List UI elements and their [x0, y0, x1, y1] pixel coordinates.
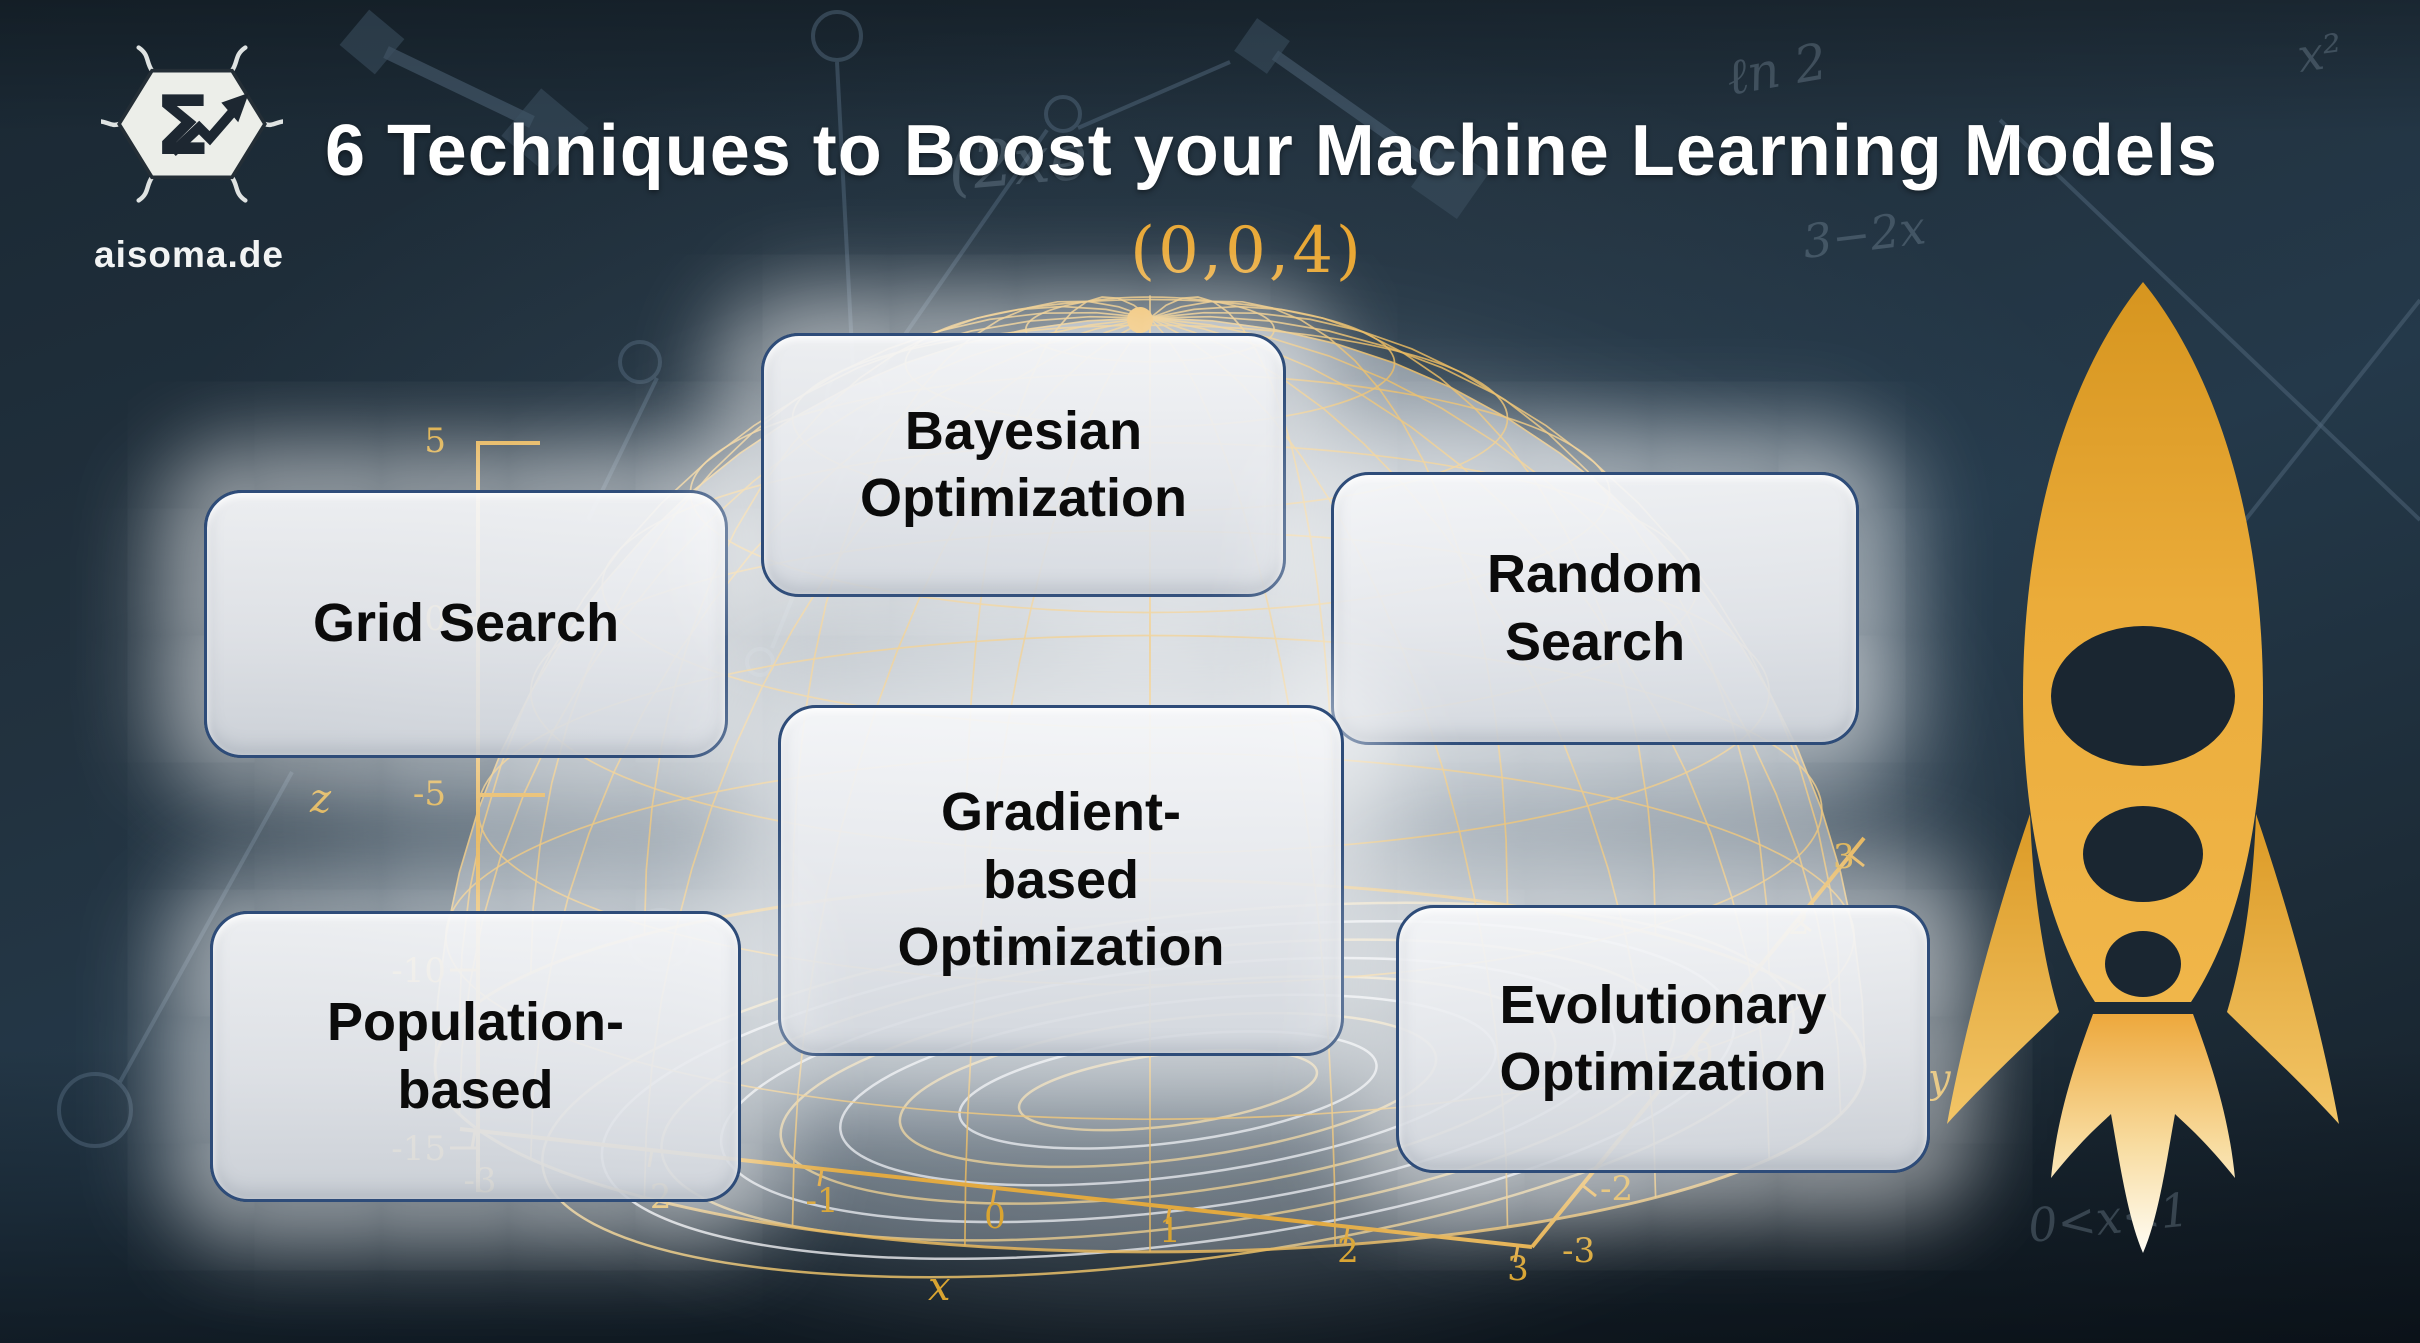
y-tick: -3 [1562, 1231, 1595, 1271]
logo-hexagon [117, 68, 267, 180]
technique-box-bayesian-optimization: Bayesian Optimization [761, 333, 1286, 597]
rocket-fin-right [2227, 814, 2339, 1124]
aisoma-logo-icon: Σ [101, 45, 283, 203]
formula-text: x² [2294, 23, 2345, 83]
x-tick: 1 [1159, 1211, 1181, 1251]
z-tick: -5 [413, 774, 446, 814]
technique-box-population-based: Population- based [210, 911, 741, 1202]
technique-box-gradient-based-optimization: Gradient- based Optimization [778, 705, 1344, 1056]
x-tick: 2 [1337, 1231, 1359, 1271]
logo-arrowhead [221, 92, 249, 123]
apex-annotation: (0,0,4) [1130, 214, 1364, 288]
z-tick: 5 [424, 421, 446, 461]
brand-domain: aisoma.de [94, 234, 284, 275]
x-tick: 0 [984, 1197, 1006, 1237]
technique-box-grid-search: Grid Search [204, 490, 728, 758]
rocket-window-small [2105, 931, 2181, 997]
x-axis-title: x [928, 1264, 951, 1310]
rocket-window-medium [2083, 806, 2203, 902]
logo-arrow [169, 108, 237, 157]
technique-box-evolutionary-optimization: Evolutionary Optimization [1396, 905, 1930, 1173]
x-tick: 3 [1507, 1249, 1529, 1289]
rocket-icon [1947, 282, 2339, 1253]
x-tick: -1 [805, 1181, 838, 1221]
logo-antennae [101, 45, 283, 203]
z-axis-title: z [309, 776, 332, 822]
page-title: 6 Techniques to Boost your Machine Learn… [325, 111, 2218, 192]
rocket-fin-left [1947, 814, 2059, 1124]
y-tick: -2 [1600, 1169, 1633, 1209]
technique-box-random-search: Random Search [1331, 472, 1859, 745]
rocket-window-large [2051, 626, 2235, 766]
y-tick: 3 [1833, 837, 1855, 877]
formula-text: ℓn 2 [1722, 32, 1831, 107]
apex-dot [1127, 307, 1153, 333]
formula-text: 3−2x [1800, 200, 1929, 269]
rocket-flame [2051, 1014, 2235, 1253]
